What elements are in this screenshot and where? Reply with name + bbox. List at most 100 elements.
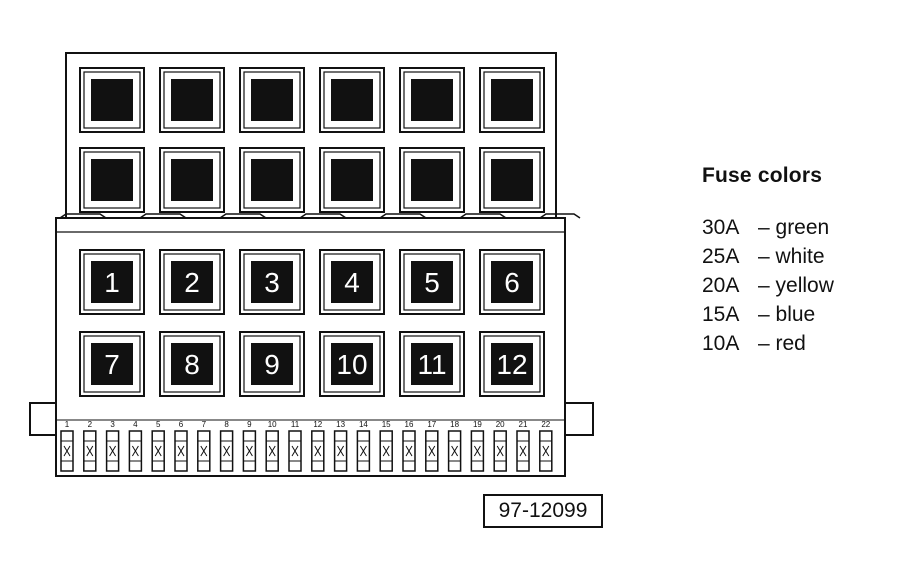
fuse-color-legend: Fuse colors 30A– green 25A– white 20A – y… [702, 164, 834, 358]
pin-contact [200, 445, 208, 457]
pin-number: 4 [133, 420, 138, 429]
legend-rating: 20A [702, 274, 740, 297]
fuse-socket-rim [243, 253, 301, 311]
pin-number: 8 [224, 420, 229, 429]
relay-slot [91, 159, 133, 201]
relay-slot [331, 159, 373, 201]
fuse-number: 2 [184, 267, 200, 298]
pin-contact [473, 445, 481, 457]
legend-color: – yellow [758, 274, 834, 297]
fuse-number: 9 [264, 349, 280, 380]
relay-socket-rim [243, 151, 301, 209]
relay-socket-rim [243, 71, 301, 129]
fuse-socket [399, 249, 465, 315]
panel-clip [379, 213, 427, 219]
fuse-socket-rim [483, 253, 541, 311]
pin-contact [496, 445, 504, 457]
connector-tab-right [564, 402, 594, 436]
fuse-socket-rim [323, 253, 381, 311]
panel-clip [59, 213, 107, 219]
pin-number: 11 [291, 420, 300, 429]
legend-title: Fuse colors [702, 164, 823, 187]
pin-number: 1 [65, 420, 70, 429]
pin-contact [177, 445, 185, 457]
pin-number: 10 [268, 420, 277, 429]
fuse-slot [411, 343, 453, 385]
fuse-slot [251, 343, 293, 385]
relay-socket-rim [483, 71, 541, 129]
legend-rating: 10A [702, 332, 740, 355]
fuse-slot [251, 261, 293, 303]
pin-contact [405, 445, 413, 457]
relay-slot [491, 79, 533, 121]
legend-item: 20A – yellow [702, 271, 834, 300]
panel-clip [299, 213, 347, 219]
pin-contact [428, 445, 436, 457]
fuse-slot [491, 343, 533, 385]
fuse-socket [239, 249, 305, 315]
fuse-socket-rim [403, 253, 461, 311]
fuse-number: 4 [344, 267, 360, 298]
pin-contact [337, 445, 345, 457]
pin-contact [245, 445, 253, 457]
pin-contact [519, 445, 527, 457]
relay-panel-outline [65, 52, 557, 226]
relay-slot [331, 79, 373, 121]
legend-rating: 15A [702, 303, 740, 326]
pin-contact [63, 445, 71, 457]
relay-slot [171, 159, 213, 201]
pin-number: 5 [156, 420, 161, 429]
pin-contact [382, 445, 390, 457]
relay-slot [91, 79, 133, 121]
fuse-number: 10 [336, 349, 367, 380]
pin-contact [154, 445, 162, 457]
legend-item: 10A– red [702, 329, 834, 358]
pin-number: 6 [179, 420, 184, 429]
legend-item: 25A– white [702, 242, 834, 271]
legend-rating: 25A [702, 245, 740, 268]
fuse-socket-rim [83, 335, 141, 393]
pin-number: 3 [110, 420, 115, 429]
fuse-number: 7 [104, 349, 120, 380]
pin-contact [109, 445, 117, 457]
pin-number: 21 [519, 420, 528, 429]
figure-id-label: 97-12099 [483, 494, 603, 528]
fuse-slot [331, 343, 373, 385]
fuse-slot [91, 261, 133, 303]
legend-item: 15A – blue [702, 300, 834, 329]
fuse-number: 3 [264, 267, 280, 298]
fuse-number: 12 [496, 349, 527, 380]
legend-item: 30A– green [702, 213, 834, 242]
relay-socket [79, 147, 145, 213]
fuse-socket-rim [163, 335, 221, 393]
pin-number: 19 [473, 420, 482, 429]
fuse-slot [91, 343, 133, 385]
pin-number: 14 [359, 420, 368, 429]
relay-socket-rim [403, 151, 461, 209]
relay-slot [251, 79, 293, 121]
fuse-slot [171, 343, 213, 385]
fuse-slot [491, 261, 533, 303]
fuse-slot [331, 261, 373, 303]
relay-slot [251, 159, 293, 201]
fuse-socket-rim [243, 335, 301, 393]
pin-number: 22 [541, 420, 550, 429]
pin-number: 17 [427, 420, 436, 429]
legend-color: – blue [758, 303, 816, 326]
pin-number: 7 [202, 420, 207, 429]
panel-clip [459, 213, 507, 219]
relay-panel [65, 52, 557, 226]
relay-socket-rim [163, 151, 221, 209]
pin-contact [314, 445, 322, 457]
relay-socket [399, 147, 465, 213]
relay-socket [319, 67, 385, 133]
pin-number: 20 [496, 420, 505, 429]
pin-number: 18 [450, 420, 459, 429]
fuse-number: 1 [104, 267, 120, 298]
fuse-number: 11 [417, 349, 446, 380]
pin-number: 13 [336, 420, 345, 429]
fuse-slot [411, 261, 453, 303]
